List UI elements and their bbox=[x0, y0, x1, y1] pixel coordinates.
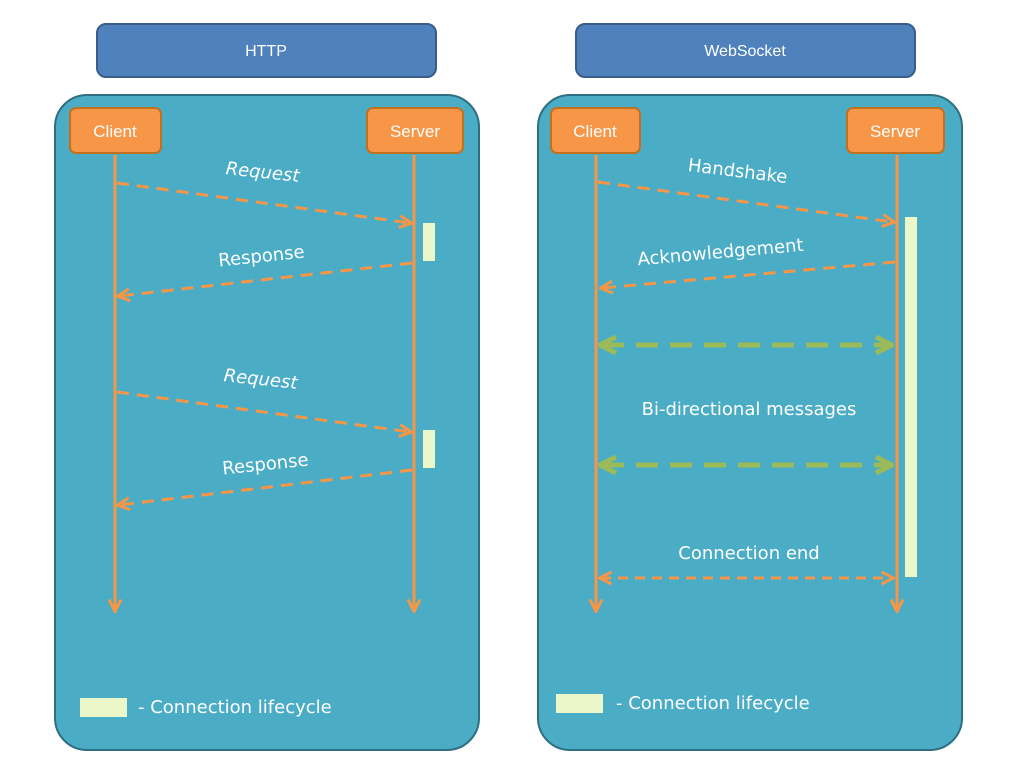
websocket-title: WebSocket bbox=[704, 43, 786, 60]
http-request-arrow-1 bbox=[116, 181, 410, 223]
websocket-acknowledgement-arrow bbox=[602, 260, 896, 288]
http-request-arrow-2 bbox=[116, 390, 410, 432]
websocket-connection-end-label: Connection end bbox=[678, 543, 819, 564]
websocket-client-box: Client bbox=[550, 107, 641, 154]
http-server-box: Server bbox=[366, 107, 464, 154]
websocket-legend-swatch bbox=[556, 694, 603, 713]
websocket-title-box: WebSocket bbox=[575, 23, 916, 78]
http-lifecycle-bar-2 bbox=[423, 430, 435, 468]
http-legend-swatch bbox=[80, 698, 127, 717]
http-legend-label: - Connection lifecycle bbox=[138, 697, 332, 718]
http-title-box: HTTP bbox=[96, 23, 437, 78]
websocket-lifecycle-bar bbox=[905, 217, 917, 577]
http-client-label: Client bbox=[93, 122, 137, 141]
websocket-panel bbox=[537, 94, 963, 751]
websocket-handshake-arrow bbox=[597, 180, 893, 222]
websocket-server-label: Server bbox=[870, 122, 920, 141]
websocket-client-label: Client bbox=[573, 122, 617, 141]
http-client-box: Client bbox=[69, 107, 162, 154]
http-title: HTTP bbox=[245, 43, 287, 60]
websocket-legend-label: - Connection lifecycle bbox=[616, 693, 810, 714]
http-response-arrow-2 bbox=[119, 468, 413, 505]
http-response-arrow-1 bbox=[119, 261, 413, 296]
websocket-server-box: Server bbox=[846, 107, 945, 154]
http-panel bbox=[54, 94, 480, 751]
http-lifecycle-bar-1 bbox=[423, 223, 435, 261]
http-server-label: Server bbox=[390, 122, 440, 141]
websocket-bidirectional-label: Bi-directional messages bbox=[642, 399, 857, 420]
